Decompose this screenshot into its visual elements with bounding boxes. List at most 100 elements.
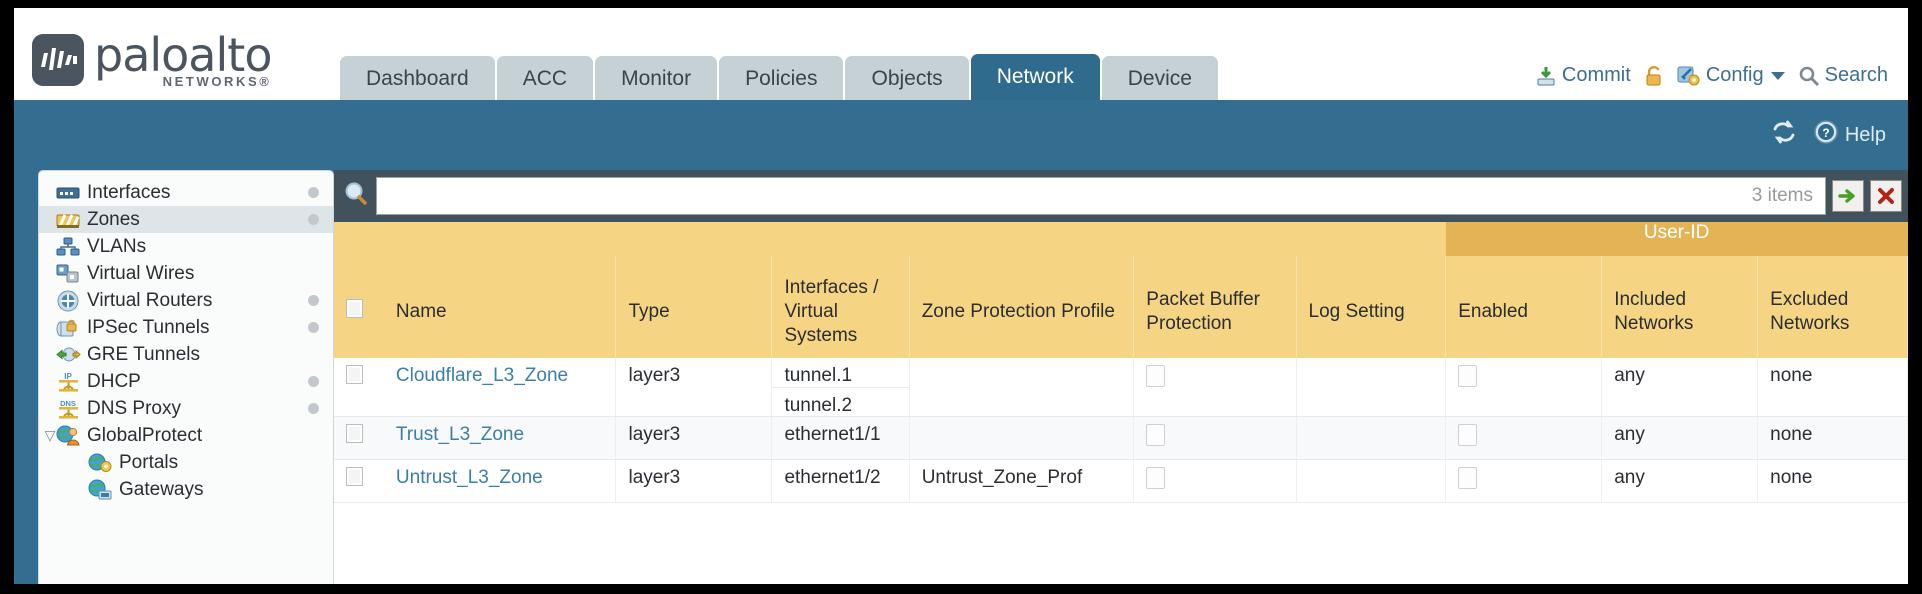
sidebar-item-interfaces[interactable]: Interfaces [39, 179, 333, 206]
packet-buffer-checkbox[interactable] [1146, 467, 1166, 489]
packet-buffer-protection-cell[interactable] [1133, 459, 1297, 503]
packet-buffer-checkbox[interactable] [1146, 424, 1166, 446]
column-header-enabled[interactable]: Enabled [1445, 256, 1603, 358]
zone-interfaces-cell: ethernet1/2 [771, 459, 910, 503]
userid-enabled-checkbox[interactable] [1458, 424, 1478, 446]
packet-buffer-protection-cell[interactable] [1133, 358, 1297, 417]
row-checkbox[interactable] [346, 467, 363, 486]
help-label: Help [1844, 123, 1886, 146]
userid-enabled-cell[interactable] [1445, 358, 1603, 417]
sidebar-item-indicator [308, 322, 319, 333]
row-checkbox[interactable] [346, 424, 363, 443]
tab-objects[interactable]: Objects [845, 55, 969, 100]
tab-acc[interactable]: ACC [496, 55, 594, 100]
sidebar-item-dns-proxy[interactable]: DNS DNS Proxy [39, 395, 333, 422]
log-setting-cell [1296, 358, 1447, 417]
apply-filter-button[interactable] [1832, 180, 1864, 212]
column-header-packet-buffer-protection[interactable]: Packet Buffer Protection [1133, 256, 1297, 358]
excluded-networks-cell: none [1757, 416, 1908, 460]
svg-text:DNS: DNS [60, 399, 76, 408]
sidebar-item-zones[interactable]: Zones [39, 206, 333, 233]
svg-text:IP: IP [64, 372, 72, 381]
zone-name-cell[interactable]: Cloudflare_L3_Zone [383, 358, 617, 417]
brand-name: paloalto [94, 28, 272, 82]
clear-filter-button[interactable] [1870, 180, 1902, 212]
sidebar-item-label: GlobalProtect [87, 424, 203, 446]
sidebar-item-globalprotect[interactable]: ▽ GlobalProtect [39, 422, 333, 449]
row-select-cell[interactable] [334, 416, 384, 460]
sidebar-item-virtual-routers[interactable]: Virtual Routers [39, 287, 333, 314]
column-header-zone-protection-profile[interactable]: Zone Protection Profile [909, 256, 1135, 358]
log-setting-cell [1296, 459, 1447, 503]
dhcp-icon: IP [55, 371, 81, 393]
sidebar-item-gre-tunnels[interactable]: GRE Tunnels [39, 341, 333, 368]
vlans-icon [55, 237, 81, 257]
select-all-header[interactable] [334, 256, 384, 358]
content-pane: 3 items [334, 170, 1908, 584]
item-count-label: 3 items [1751, 185, 1813, 206]
lock-button[interactable] [1644, 65, 1664, 87]
userid-enabled-cell[interactable] [1445, 459, 1603, 503]
tab-policies[interactable]: Policies [719, 55, 844, 100]
help-icon: ? [1813, 119, 1839, 151]
select-all-checkbox[interactable] [346, 299, 363, 319]
search-field-wrapper[interactable]: 3 items [376, 177, 1826, 215]
brand-tagline: NETWORKS® [162, 74, 272, 89]
gateways-icon [87, 479, 113, 500]
interface-entry: ethernet1/2 [784, 467, 881, 488]
sidebar-item-label: DNS Proxy [87, 397, 181, 419]
zone-type-cell: layer3 [615, 416, 773, 460]
search-input[interactable] [377, 178, 1752, 214]
refresh-button[interactable] [1771, 120, 1797, 150]
paloalto-logo-icon [32, 34, 84, 86]
column-header-excluded-networks[interactable]: Excluded Networks [1757, 256, 1908, 358]
commit-icon [1535, 65, 1557, 87]
config-menu[interactable]: Config [1677, 64, 1785, 87]
sidebar-item-virtual-wires[interactable]: Virtual Wires [39, 260, 333, 287]
sidebar-item-ipsec-tunnels[interactable]: IPSec Tunnels [39, 314, 333, 341]
column-header-name[interactable]: Name [383, 256, 617, 358]
sidebar-item-label: Zones [87, 208, 140, 230]
column-header-interfaces-virtual-systems[interactable]: Interfaces / Virtual Systems [771, 256, 910, 358]
tab-network[interactable]: Network [970, 53, 1100, 100]
zone-protection-profile-cell [909, 358, 1135, 417]
virtual-routers-icon [55, 290, 81, 312]
expand-twisty-icon[interactable]: ▽ [44, 427, 56, 443]
userid-enabled-checkbox[interactable] [1458, 365, 1478, 387]
interface-entry: ethernet1/1 [784, 424, 881, 445]
sidebar-item-portals[interactable]: Portals [39, 449, 333, 476]
tab-dashboard[interactable]: Dashboard [340, 55, 495, 100]
packet-buffer-checkbox[interactable] [1146, 365, 1166, 387]
packet-buffer-protection-cell[interactable] [1133, 416, 1297, 460]
help-button[interactable]: ? Help [1813, 119, 1886, 151]
tab-monitor[interactable]: Monitor [595, 55, 718, 100]
log-setting-cell [1296, 416, 1447, 460]
row-checkbox[interactable] [346, 365, 363, 384]
column-header-included-networks[interactable]: Included Networks [1601, 256, 1759, 358]
column-header-type[interactable]: Type [615, 256, 773, 358]
zone-name-cell[interactable]: Untrust_L3_Zone [383, 459, 617, 503]
userid-enabled-checkbox[interactable] [1458, 467, 1478, 489]
zone-name-link[interactable]: Cloudflare_L3_Zone [395, 365, 569, 386]
userid-enabled-cell[interactable] [1445, 416, 1603, 460]
row-select-cell[interactable] [334, 358, 384, 417]
zone-name-link[interactable]: Trust_L3_Zone [395, 424, 525, 445]
search-row: 3 items [334, 170, 1908, 222]
commit-button[interactable]: Commit [1535, 64, 1631, 87]
row-select-cell[interactable] [334, 459, 384, 503]
tab-device[interactable]: Device [1101, 55, 1218, 100]
sidebar-item-gateways[interactable]: Gateways [39, 476, 333, 503]
sidebar-item-vlans[interactable]: VLANs [39, 233, 333, 260]
zone-name-link[interactable]: Untrust_L3_Zone [395, 467, 543, 488]
column-header-log-setting[interactable]: Log Setting [1296, 256, 1447, 358]
zone-name-cell[interactable]: Trust_L3_Zone [383, 416, 617, 460]
search-button[interactable]: Search [1798, 64, 1888, 87]
